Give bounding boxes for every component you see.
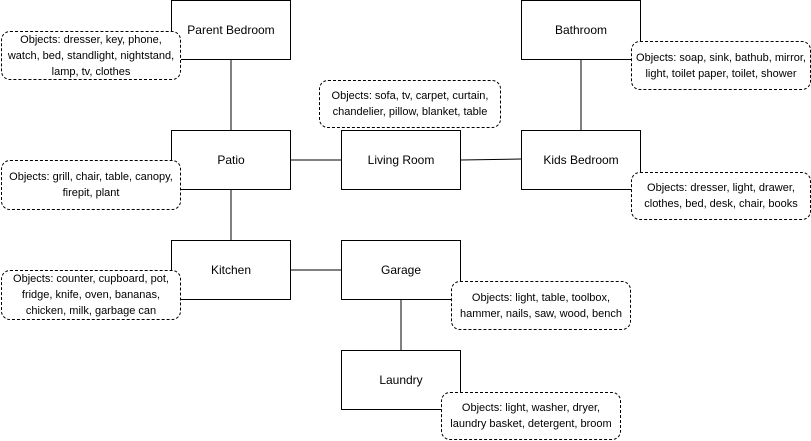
objects-note-garage: Objects: light, table, toolbox, hammer, …	[451, 281, 631, 330]
objects-note-laundry: Objects: light, washer, dryer, laundry b…	[441, 392, 621, 440]
objects-note-living-room: Objects: sofa, tv, carpet, curtain, chan…	[319, 80, 501, 128]
edge-living-room-kids-bedroom	[460, 158, 522, 161]
objects-note-patio: Objects: grill, chair, table, canopy, fi…	[1, 160, 181, 210]
room-living-room: Living Room	[341, 130, 461, 190]
room-kitchen: Kitchen	[171, 240, 291, 300]
objects-note-parent-bedroom: Objects: dresser, key, phone, watch, bed…	[1, 31, 181, 80]
objects-note-kitchen: Objects: counter, cupboard, pot, fridge,…	[1, 270, 181, 320]
room-parent-bedroom: Parent Bedroom	[171, 0, 291, 60]
room-patio: Patio	[171, 130, 291, 190]
room-garage: Garage	[341, 240, 461, 300]
room-bathroom: Bathroom	[521, 0, 641, 60]
room-kids-bedroom: Kids Bedroom	[521, 130, 641, 190]
objects-note-bathroom: Objects: soap, sink, bathub, mirror, lig…	[631, 41, 811, 90]
objects-note-kids-bedroom: Objects: dresser, light, drawer, clothes…	[631, 172, 811, 220]
